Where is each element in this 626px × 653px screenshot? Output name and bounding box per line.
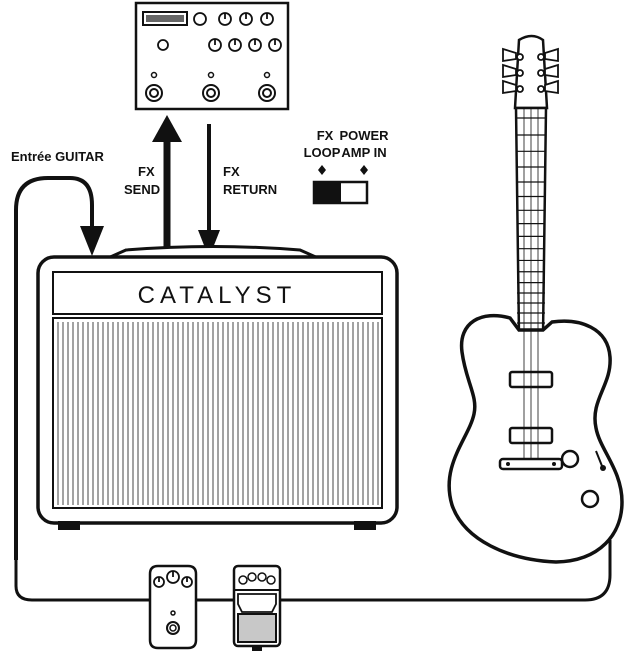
guitar-tone-knob xyxy=(580,489,600,509)
footswitches xyxy=(145,84,276,102)
footswitch-leds xyxy=(150,71,271,79)
processor-button xyxy=(193,12,207,26)
amp-control-panel xyxy=(52,271,383,315)
fx-send-arrow xyxy=(152,115,182,258)
guitar-input-arrow xyxy=(80,226,104,256)
switch-left-label: LOOP xyxy=(304,145,341,160)
fx-loop-switch: FX LOOP POWER AMP IN xyxy=(304,128,389,205)
guitar-input-label: Entrée GUITAR xyxy=(11,149,105,164)
fx-send-label: FX xyxy=(138,164,155,179)
guitar-strings xyxy=(523,108,539,459)
amp-foot xyxy=(354,521,376,530)
multi-effects-processor xyxy=(134,1,290,111)
pedal-treadle xyxy=(237,613,277,643)
fx-return-arrow xyxy=(198,124,220,258)
switch-right-label: AMP IN xyxy=(341,145,386,160)
processor-knobs-bottom xyxy=(208,38,282,52)
amp-handle xyxy=(107,245,319,260)
cable-to-guitar xyxy=(280,540,612,602)
amplifier: CATALYST xyxy=(36,245,399,530)
processor-knobs-top xyxy=(218,12,274,26)
fx-return-label: RETURN xyxy=(223,182,277,197)
processor-button xyxy=(157,39,169,51)
amp-brand-logo: CATALYST xyxy=(138,282,297,309)
pedal-knobs xyxy=(238,572,276,585)
effect-pedal-2 xyxy=(232,564,282,651)
fx-send-label: SEND xyxy=(124,182,160,197)
guitar-selector-switch xyxy=(595,450,603,467)
switch-right-label: POWER xyxy=(339,128,389,143)
amp-foot xyxy=(58,521,80,530)
switch-toggle xyxy=(314,182,341,203)
guitar-cable xyxy=(14,176,94,560)
tuning-pegs xyxy=(502,47,559,95)
electric-guitar xyxy=(447,34,624,564)
cable-to-pedal xyxy=(14,560,150,602)
effect-pedal-1 xyxy=(148,564,198,650)
guitar-volume-knob xyxy=(560,449,580,469)
switch-left-label: FX xyxy=(317,128,334,143)
pedal-knobs xyxy=(153,570,193,588)
fx-return-label: FX xyxy=(223,164,240,179)
